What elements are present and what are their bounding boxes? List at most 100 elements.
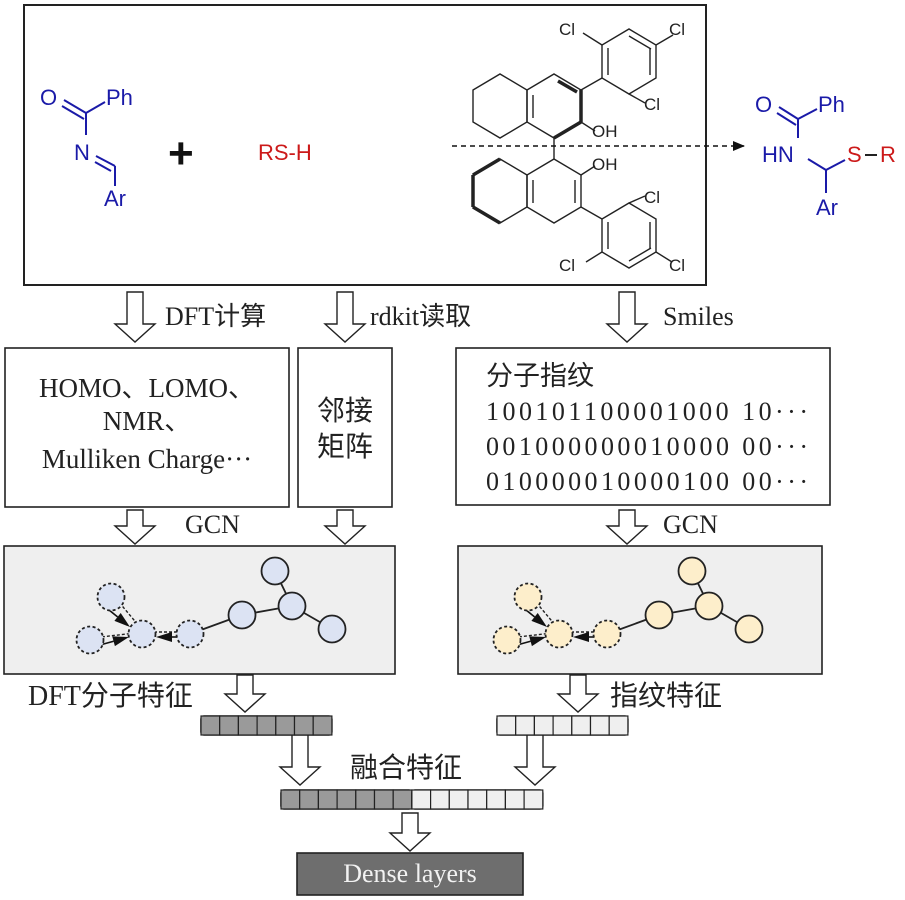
- dft-graph-panel: [3, 545, 396, 675]
- vector-cell: [504, 789, 525, 810]
- product-o: O: [755, 92, 772, 117]
- vector-cell: [256, 715, 277, 736]
- step-label-dft: DFT计算: [165, 302, 266, 331]
- step-label-smiles: Smiles: [663, 302, 734, 331]
- fusion-feature-label: 融合特征: [350, 752, 462, 784]
- message-arrow-icon: [112, 636, 129, 647]
- dft-feature-vector: [200, 715, 333, 736]
- vector-cell: [486, 789, 507, 810]
- product-bonds: [776, 106, 846, 193]
- message-arrow-shaft: [525, 609, 536, 618]
- vector-cell: [336, 789, 357, 810]
- graph-node: [492, 625, 522, 655]
- fused-feature-vector: [280, 789, 544, 810]
- vector-cell: [219, 715, 239, 736]
- vector-cell: [275, 715, 296, 736]
- graph-node: [96, 582, 126, 612]
- cl-label: Cl: [644, 95, 660, 114]
- graph-node: [227, 600, 257, 630]
- dense-layers-label: Dense layers: [343, 859, 477, 888]
- adjacency-matrix-box: [297, 347, 393, 508]
- graph-node: [513, 582, 543, 612]
- message-arrow-icon: [114, 613, 130, 627]
- vector-cell: [515, 715, 536, 736]
- message-arrow-icon: [531, 613, 547, 627]
- vector-cell: [430, 789, 450, 810]
- imine-ar: Ar: [104, 186, 126, 211]
- vector-cell: [552, 715, 573, 736]
- message-arrow-icon: [156, 632, 172, 642]
- vector-cell: [448, 789, 469, 810]
- vector-cell: [571, 715, 592, 736]
- imine-o: O: [40, 85, 57, 110]
- vector-cell: [373, 789, 394, 810]
- step-label-rdkit: rdkit读取: [370, 302, 471, 331]
- hollow-down-arrow-icon: [513, 733, 557, 786]
- graph-node: [734, 614, 764, 644]
- cl-label: Cl: [669, 256, 685, 275]
- imine-n: N: [74, 140, 90, 165]
- graph-node: [317, 614, 347, 644]
- hollow-down-arrow-icon: [278, 733, 322, 786]
- graph-node: [260, 556, 290, 586]
- vector-cell: [467, 789, 488, 810]
- message-arrow-icon: [573, 632, 589, 642]
- hollow-down-arrow-icon: [556, 674, 600, 713]
- graph-node: [175, 619, 205, 649]
- product-hn: HN: [762, 142, 794, 167]
- graph-dashed-edge: [91, 631, 145, 639]
- cl-label: Cl: [644, 188, 660, 207]
- dft-property-line: Mulliken Charge···: [42, 444, 252, 474]
- fingerprint-graph-panel: [457, 545, 823, 675]
- graph-node: [127, 619, 157, 649]
- gcn-label-right: GCN: [663, 510, 718, 539]
- graph-node: [677, 556, 707, 586]
- graph-node: [75, 625, 105, 655]
- graph-node: [694, 591, 724, 621]
- vector-cell: [533, 715, 554, 736]
- hollow-arrows: [113, 291, 649, 852]
- vector-cell: [312, 715, 333, 736]
- fingerprint-title: 分子指纹: [486, 361, 594, 391]
- hollow-down-arrow-icon: [113, 291, 157, 343]
- product-s: S: [847, 142, 862, 167]
- catalyst-structure: [471, 28, 674, 269]
- cl-label: Cl: [559, 20, 575, 39]
- graph-node: [277, 591, 307, 621]
- fingerprint-feature-label: 指纹特征: [610, 680, 722, 712]
- vector-cell: [392, 789, 413, 810]
- hollow-down-arrow-icon: [605, 291, 649, 343]
- dft-property-line: HOMO、LOMO、: [39, 373, 255, 403]
- vector-cell: [280, 789, 301, 810]
- graph-node: [544, 619, 574, 649]
- vector-cell: [200, 715, 221, 736]
- reaction-frame: [23, 4, 707, 286]
- hollow-down-arrow-icon: [605, 509, 649, 545]
- hollow-down-arrow-icon: [388, 812, 432, 852]
- adjacency-line: 邻接: [317, 395, 373, 427]
- cl-label: Cl: [559, 256, 575, 275]
- dft-property-line: NMR、: [103, 406, 192, 436]
- vector-cell: [523, 789, 544, 810]
- vector-cell: [299, 789, 320, 810]
- oh-label: OH: [592, 122, 618, 141]
- plus-sign: +: [168, 129, 194, 178]
- imine-reactant: O Ph N Ar: [40, 85, 133, 211]
- hollow-down-arrow-icon: [113, 509, 157, 545]
- dft-molecular-graph: [75, 556, 347, 655]
- fingerprint-molecular-graph: [492, 556, 764, 655]
- product-r: R: [880, 142, 896, 167]
- hollow-down-arrow-icon: [223, 674, 267, 713]
- fingerprint-feature-vector: [496, 715, 629, 736]
- product-ph: Ph: [818, 92, 845, 117]
- vector-cell: [608, 715, 629, 736]
- cl-label: Cl: [669, 20, 685, 39]
- graph-dashed-edge: [508, 631, 562, 639]
- imine-ph: Ph: [106, 85, 133, 110]
- vector-cell: [355, 789, 376, 810]
- fingerprint-box: [455, 347, 831, 506]
- graph-node: [644, 600, 674, 630]
- dft-properties-box: [4, 347, 290, 508]
- vector-cell: [411, 789, 432, 810]
